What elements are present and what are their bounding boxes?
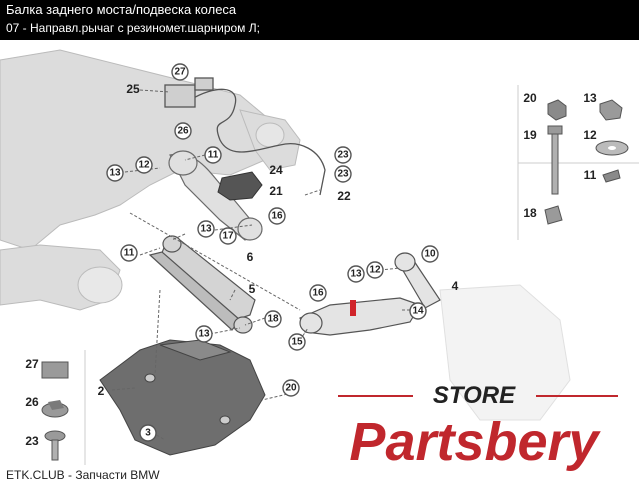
callout-18[interactable]: 18 [264,310,282,328]
svg-text:16: 16 [312,288,324,299]
store-logo: STORE Partsbery [338,382,618,472]
callout-5[interactable]: 5 [249,282,256,296]
svg-text:13: 13 [200,224,212,235]
svg-text:23: 23 [337,150,349,161]
callout-25[interactable]: 25 [126,82,140,96]
side-parts-panel: 20 13 19 12 11 18 [517,85,639,240]
sensor-wiring [164,77,326,196]
callout-13-mid[interactable]: 13 [197,220,215,238]
highlight-marker [350,300,356,316]
svg-text:15: 15 [291,337,303,348]
callout-23-b[interactable]: 23 [334,165,352,183]
callout-4[interactable]: 4 [452,279,459,293]
header-bar: Балка заднего моста/подвеска колеса 07 -… [0,0,639,40]
page-title: Балка заднего моста/подвеска колеса [6,2,237,17]
callout-21[interactable]: 21 [269,184,283,198]
side-parts-left: 27 26 23 [25,350,86,465]
svg-text:12: 12 [138,160,150,171]
callout-2[interactable]: 2 [98,384,105,398]
parts-diagram: 27 25 26 11 12 13 24 23 23 21 22 16 13 1… [0,49,639,465]
flange-nut-icon [599,99,623,121]
svg-text:16: 16 [271,211,283,222]
callout-13-top[interactable]: 13 [106,164,124,182]
bracket-part [217,171,263,201]
callout-26[interactable]: 26 [174,122,192,140]
svg-text:13: 13 [350,269,362,280]
svg-text:11: 11 [208,150,219,161]
svg-text:STORE: STORE [433,382,516,409]
callout-12-top[interactable]: 12 [135,156,153,174]
side-part-19[interactable]: 19 [523,128,537,142]
washer-icon [595,140,629,156]
callout-17[interactable]: 17 [219,227,237,245]
side-part-23[interactable]: 23 [25,434,39,448]
svg-text:23: 23 [337,169,349,180]
callout-20[interactable]: 20 [282,379,300,397]
callout-27[interactable]: 27 [171,63,189,81]
wheel-carrier [439,284,571,421]
footer-caption: ETK.CLUB - Запчасти BMW [6,468,160,482]
svg-text:Partsbery: Partsbery [349,412,601,472]
nut-clip-icon [544,205,563,225]
svg-text:3: 3 [145,428,151,439]
svg-text:12: 12 [369,265,381,276]
callout-13-right[interactable]: 13 [347,265,365,283]
upper-control-arm [168,150,263,241]
svg-text:14: 14 [412,306,424,317]
side-part-27[interactable]: 27 [25,357,39,371]
screw-icon [44,430,66,461]
svg-text:20: 20 [285,383,297,394]
clip-icon [602,169,621,183]
callout-3[interactable]: 3 [139,424,157,442]
nut-icon [547,99,567,121]
bolt-icon [547,125,563,195]
side-part-26[interactable]: 26 [25,395,39,409]
callout-13-low[interactable]: 13 [195,325,213,343]
side-part-11[interactable]: 11 [584,168,597,182]
underbody-cover [99,339,266,456]
flange-nut-small-icon [41,400,69,418]
callout-22[interactable]: 22 [337,189,351,203]
guide-link-part [299,252,441,336]
svg-text:11: 11 [124,248,135,259]
axle-carrier [0,49,301,311]
callout-11-mid[interactable]: 11 [120,244,138,262]
callout-14[interactable]: 14 [409,302,427,320]
svg-text:13: 13 [198,329,210,340]
callout-12-right[interactable]: 12 [366,261,384,279]
svg-text:17: 17 [222,231,234,242]
callout-15[interactable]: 15 [288,333,306,351]
callout-23-a[interactable]: 23 [334,146,352,164]
svg-text:18: 18 [267,314,279,325]
svg-text:10: 10 [424,249,436,260]
callout-16-lower[interactable]: 16 [309,284,327,302]
svg-text:13: 13 [109,168,121,179]
callout-16-upper[interactable]: 16 [268,207,286,225]
svg-text:27: 27 [174,67,186,78]
callout-24[interactable]: 24 [269,163,283,177]
callout-11-top[interactable]: 11 [204,146,222,164]
svg-text:26: 26 [177,126,189,137]
side-part-13[interactable]: 13 [583,91,597,105]
page-subtitle: 07 - Направл.рычаг с резиномет.шарниром … [6,21,260,35]
callout-10[interactable]: 10 [421,245,439,263]
side-part-18[interactable]: 18 [523,206,537,220]
trailing-links [148,235,256,334]
side-part-20[interactable]: 20 [523,91,537,105]
clip-bracket-icon [41,361,69,379]
side-part-12[interactable]: 12 [583,128,597,142]
callout-6[interactable]: 6 [247,250,254,264]
